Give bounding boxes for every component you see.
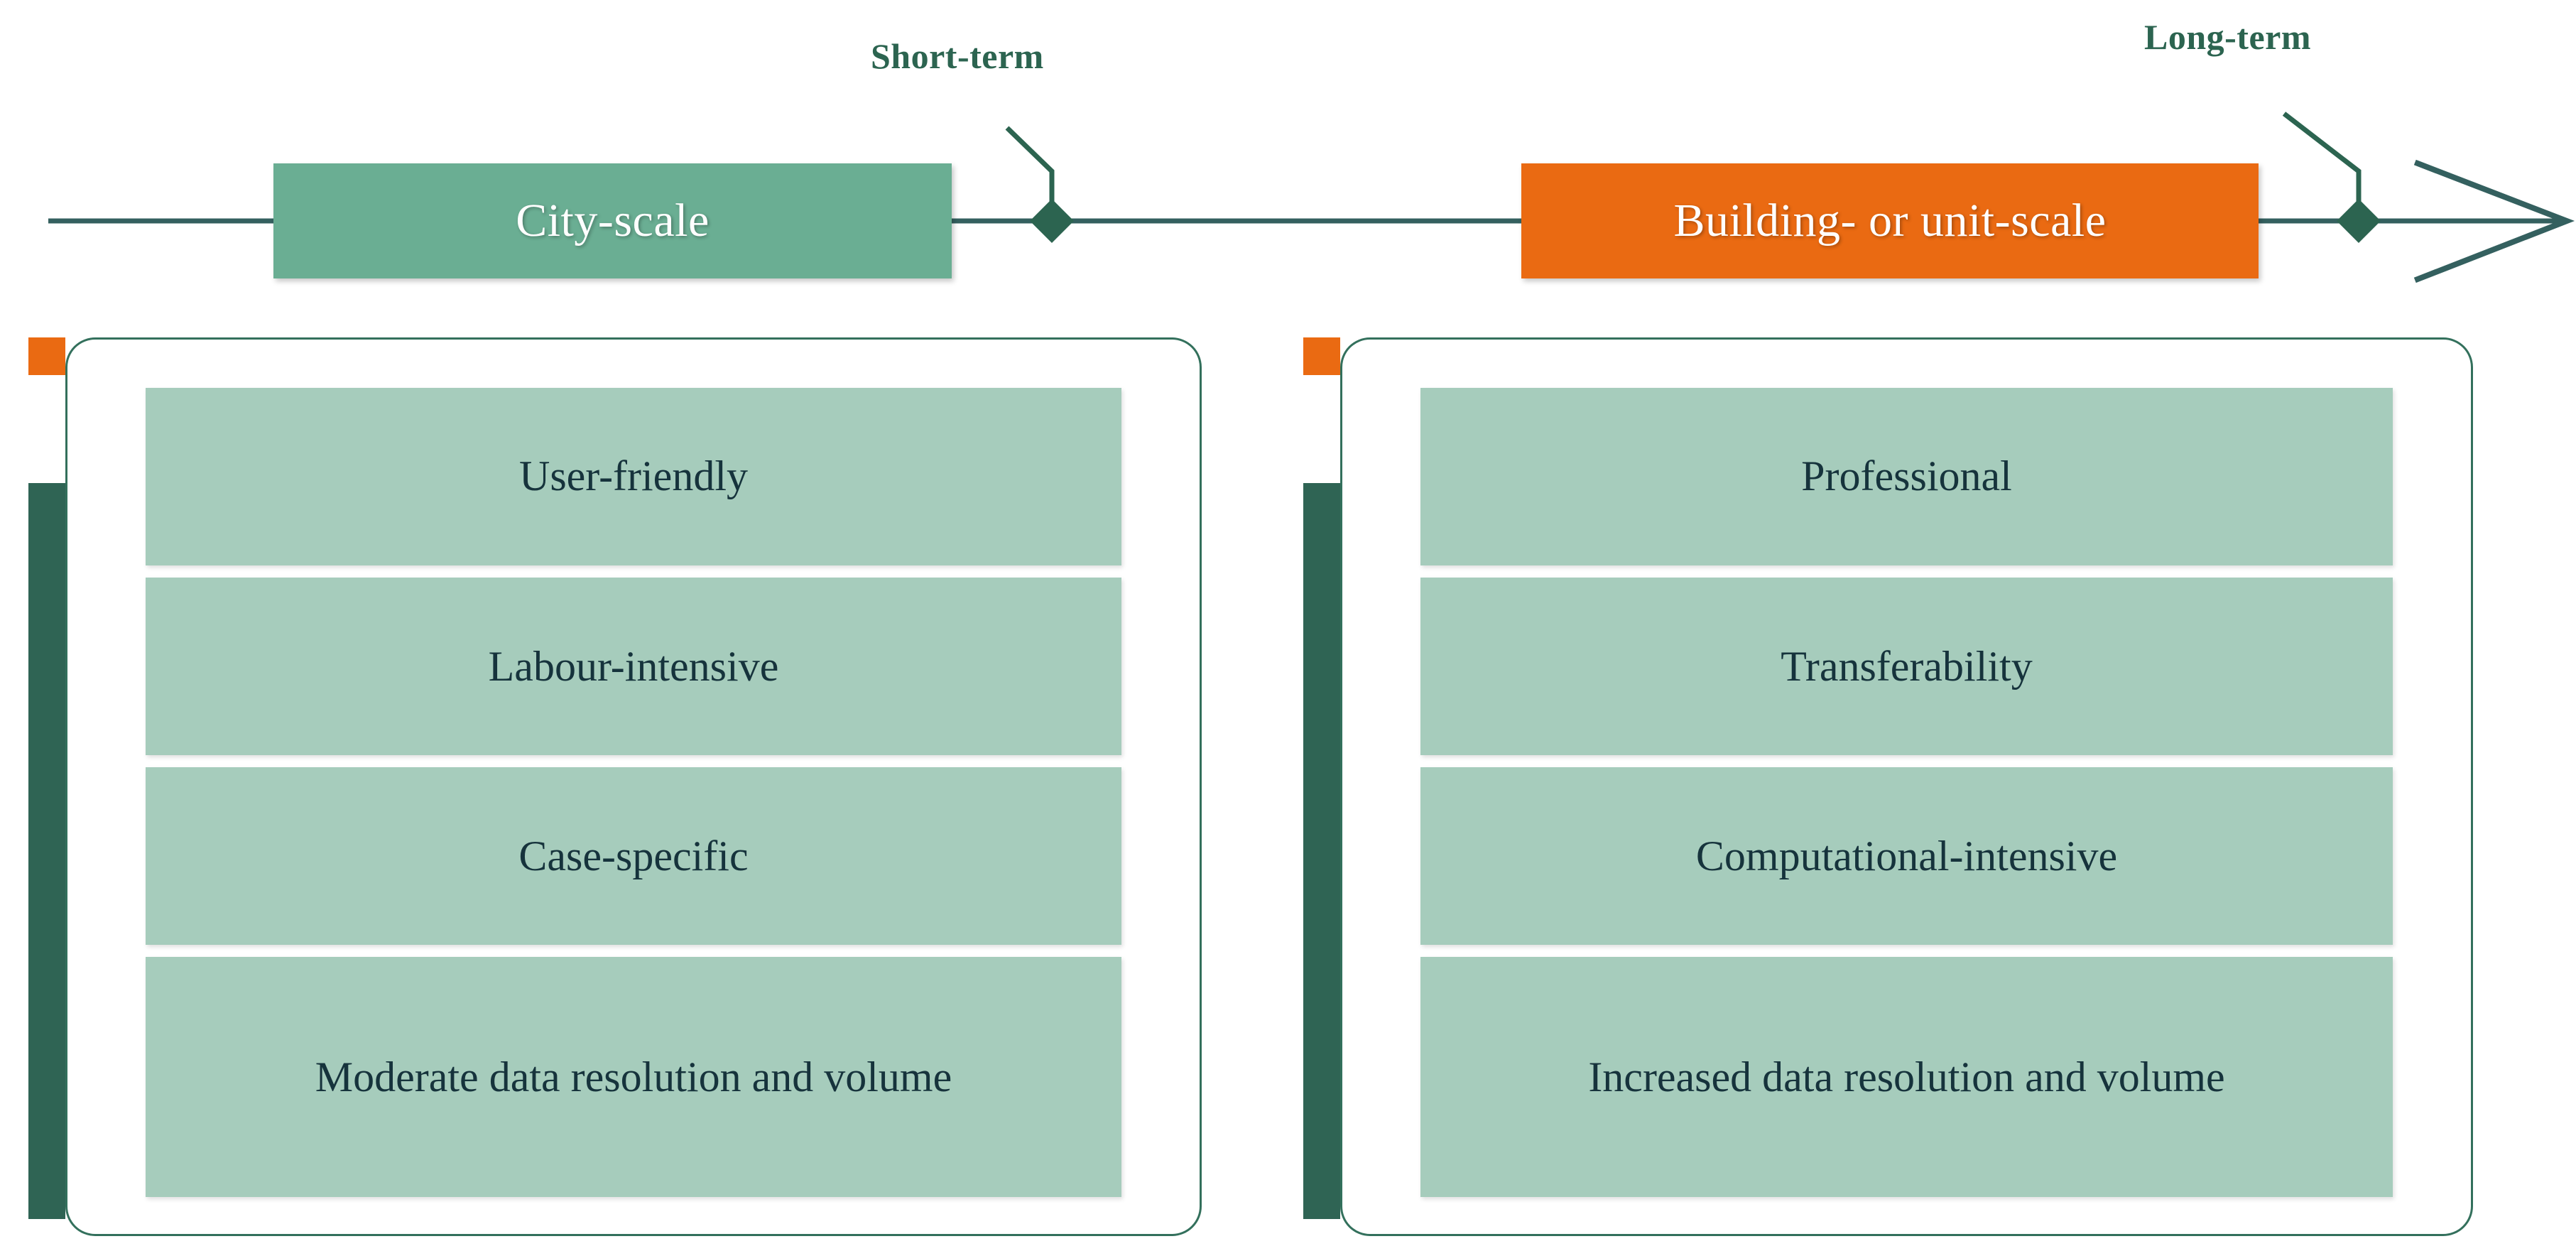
- list-item[interactable]: Labour-intensive: [146, 578, 1121, 756]
- card-side-rail: [28, 483, 65, 1219]
- card-body: User-friendly Labour-intensive Case-spec…: [65, 337, 1202, 1236]
- list-item[interactable]: Increased data resolution and volume: [1420, 957, 2393, 1197]
- list-item[interactable]: Moderate data resolution and volume: [146, 957, 1121, 1197]
- timeline-marker-label-long-term: Long-term: [2144, 17, 2311, 57]
- list-item[interactable]: Transferability: [1420, 578, 2393, 756]
- list-item[interactable]: User-friendly: [146, 388, 1121, 566]
- list-item[interactable]: Case-specific: [146, 767, 1121, 946]
- card-city-scale: User-friendly Labour-intensive Case-spec…: [28, 323, 1207, 1236]
- card-item-list: Professional Transferability Computation…: [1342, 388, 2471, 1197]
- timeline-phase-building-or-unit-scale[interactable]: Building- or unit-scale: [1521, 163, 2259, 278]
- list-item[interactable]: Professional: [1420, 388, 2393, 566]
- card-body: Professional Transferability Computation…: [1340, 337, 2473, 1236]
- card-tab-marker: [1303, 337, 1340, 375]
- connector-elbow-1: [2282, 112, 2362, 206]
- diamond-marker-icon-0: [1030, 199, 1074, 243]
- connector-elbow-0: [1005, 126, 1055, 206]
- timeline-marker-label-short-term: Short-term: [871, 36, 1044, 76]
- card-building-or-unit-scale: Professional Transferability Computation…: [1303, 323, 2479, 1236]
- list-item[interactable]: Computational-intensive: [1420, 767, 2393, 946]
- arrow-right-icon: [2413, 159, 2575, 283]
- card-item-list: User-friendly Labour-intensive Case-spec…: [67, 388, 1200, 1197]
- diamond-marker-icon-1: [2337, 199, 2381, 243]
- card-tab-marker: [28, 337, 65, 375]
- card-side-rail: [1303, 483, 1340, 1219]
- timeline-phase-city-scale[interactable]: City-scale: [273, 163, 952, 278]
